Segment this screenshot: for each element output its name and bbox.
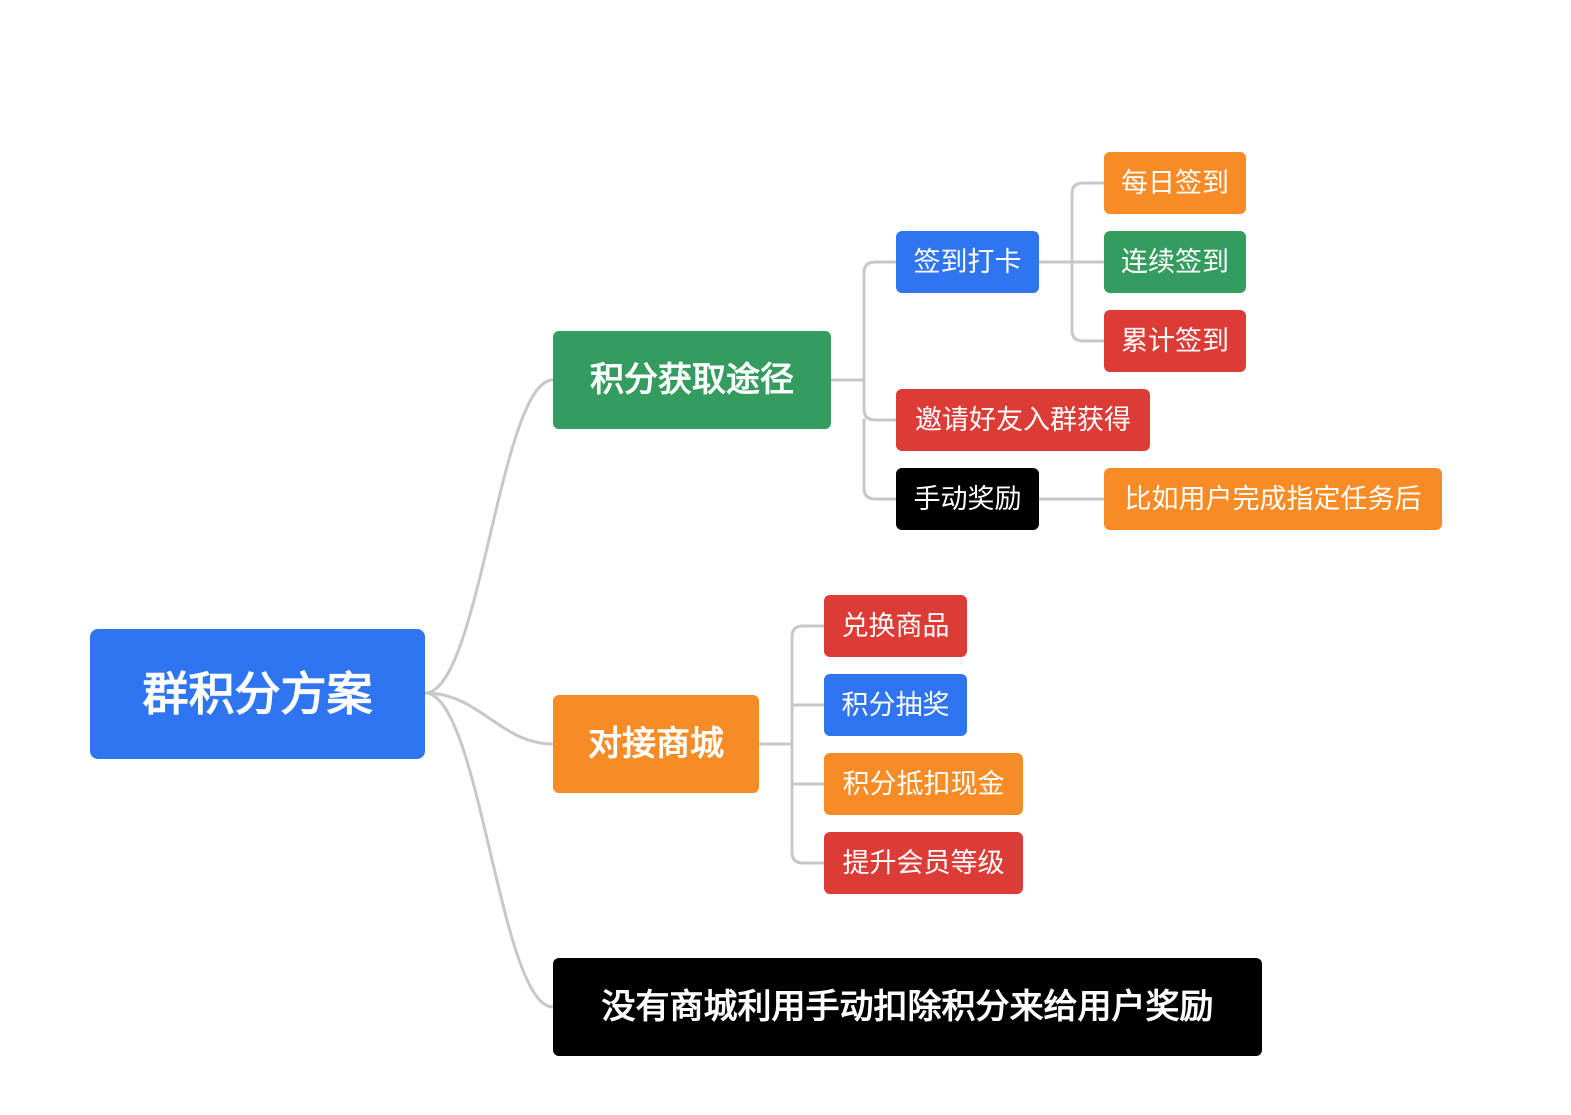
checkin-label: 签到打卡: [913, 246, 1022, 278]
connector-points-to-checkin: [862, 260, 898, 382]
consecutive-checkin-label: 连续签到: [1121, 246, 1229, 278]
connector-checkin-to-daily: [1070, 181, 1106, 264]
branch-nomall-label: 没有商城利用手动扣除积分来给用户奖励: [601, 987, 1214, 1027]
connector-checkin-to-cumulative: [1070, 260, 1106, 343]
root-node[interactable]: 群积分方案: [90, 629, 425, 759]
cumulative-checkin-label: 累计签到: [1121, 325, 1229, 357]
invite-label: 邀请好友入群获得: [915, 404, 1131, 436]
root-label: 群积分方案: [142, 667, 373, 721]
manual-example-label: 比如用户完成指定任务后: [1124, 483, 1422, 515]
branch-mall-node[interactable]: 对接商城: [553, 695, 759, 793]
branch-points-node[interactable]: 积分获取途径: [553, 331, 831, 429]
connector-root-to-nomall: [423, 691, 555, 1009]
exchange-goods-label: 兑换商品: [841, 610, 950, 642]
points-deduct-cash-label: 积分抵扣现金: [842, 768, 1005, 800]
points-lottery-label: 积分抽奖: [841, 689, 950, 721]
connector-root-to-mall: [423, 691, 555, 746]
exchange-goods-node[interactable]: 兑换商品: [824, 595, 967, 657]
daily-checkin-label: 每日签到: [1121, 167, 1229, 199]
daily-checkin-node[interactable]: 每日签到: [1104, 152, 1246, 214]
checkin-node[interactable]: 签到打卡: [896, 231, 1039, 293]
consecutive-checkin-node[interactable]: 连续签到: [1104, 231, 1246, 293]
connector-points-to-manual: [862, 418, 898, 501]
invite-node[interactable]: 邀请好友入群获得: [896, 389, 1150, 451]
points-deduct-cash-node[interactable]: 积分抵扣现金: [824, 753, 1023, 815]
connector-mall-to-upgrade: [790, 742, 826, 865]
points-lottery-node[interactable]: 积分抽奖: [824, 674, 967, 736]
manual-reward-node[interactable]: 手动奖励: [896, 468, 1039, 530]
manual-reward-label: 手动奖励: [913, 483, 1022, 515]
branch-nomall-node[interactable]: 没有商城利用手动扣除积分来给用户奖励: [553, 958, 1262, 1056]
cumulative-checkin-node[interactable]: 累计签到: [1104, 310, 1246, 372]
branch-points-label: 积分获取途径: [590, 360, 794, 400]
connector-points-to-invite: [862, 378, 898, 422]
connector-mall-to-exchange: [790, 624, 826, 746]
branch-mall-label: 对接商城: [588, 724, 724, 764]
connector-root-to-points: [423, 378, 555, 695]
upgrade-membership-label: 提升会员等级: [842, 847, 1005, 879]
manual-example-node[interactable]: 比如用户完成指定任务后: [1104, 468, 1442, 530]
upgrade-membership-node[interactable]: 提升会员等级: [824, 832, 1023, 894]
